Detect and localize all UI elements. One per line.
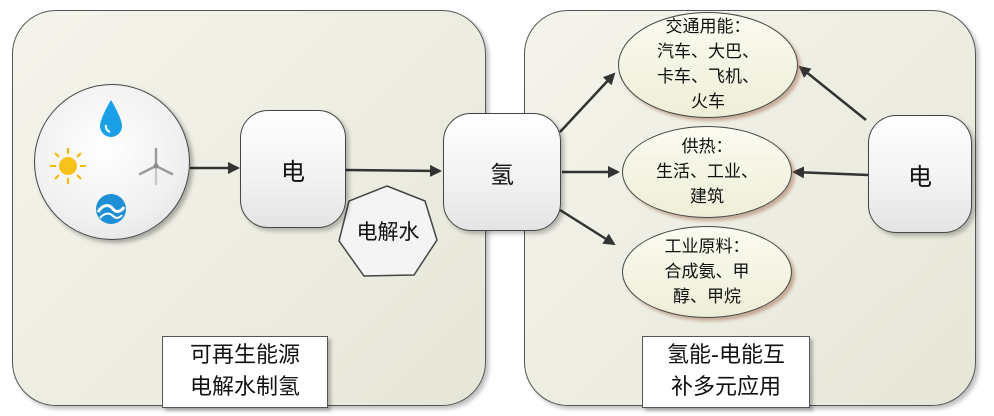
electrolysis-label: 电解水 [356,220,420,244]
arrow-electricity-to-heating [792,166,869,179]
electrolysis-heptagon [338,185,438,277]
arrow-hydrogen-to-industry [559,208,616,246]
hydrogen-box: 氢 [443,113,561,231]
hydrogen-box-label: 氢 [490,160,514,189]
left-panel-caption: 可再生能源 电解水制氢 [162,336,328,408]
wind-turbine-icon [138,147,174,186]
application-industry-ellipse: 工业原料： 合成氨、甲 醇、甲烷 [622,226,792,318]
application-industry-text: 工业原料： 合成氨、甲 醇、甲烷 [664,236,750,307]
application-transport-ellipse: 交通用能： 汽车、大巴、 卡车、飞机、 火车 [618,12,798,118]
water-drop-icon [100,100,122,137]
right-panel-caption: 氢能-电能互 补多元应用 [642,336,810,408]
application-transport-text: 交通用能： 汽车、大巴、 卡车、飞机、 火车 [657,17,759,112]
sun-icon [50,148,86,184]
arrow-electricity-to-hydrogen [345,164,442,177]
electricity-box-left: 电 [240,110,346,228]
application-heating-text: 供热： 生活、工业、 建筑 [656,136,758,207]
electricity-box-right-label: 电 [908,162,932,191]
arrow-hydrogen-to-transport [559,72,616,133]
electricity-box-right: 电 [868,115,972,233]
arrow-electricity-to-transport [798,65,867,121]
wave-icon [96,194,126,224]
electricity-box-left-label: 电 [281,157,305,186]
application-heating-ellipse: 供热： 生活、工业、 建筑 [622,126,792,218]
